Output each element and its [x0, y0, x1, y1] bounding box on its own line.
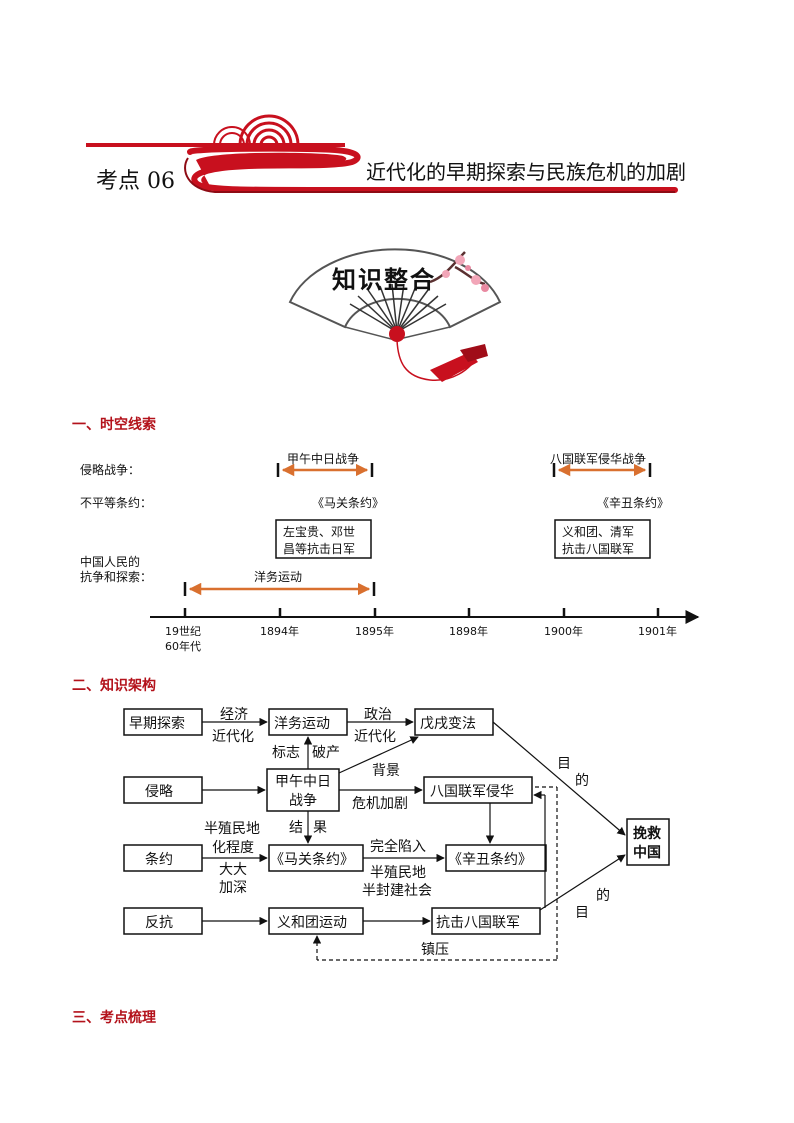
label-econ-2: 近代化 [212, 729, 254, 745]
timeline-diagram [150, 463, 700, 624]
event-war1: 甲午中日战争 [287, 452, 360, 466]
label-complete: 完全陷入 [370, 839, 426, 855]
box-reform: 戊戌变法 [420, 716, 476, 732]
page-title: 近代化的早期探索与民族危机的加剧 [366, 160, 686, 184]
tick-label-0b: 60年代 [165, 640, 201, 653]
row-label-treaty: 不平等条约： [80, 496, 153, 510]
label-semi-2: 化程度 [212, 840, 254, 856]
event-box2-line1: 义和团、清军 [562, 525, 635, 539]
section-title-review: 三、考点梳理 [72, 1010, 156, 1026]
label-goal-2: 的 [575, 773, 589, 789]
label-pol-1: 政治 [364, 707, 392, 723]
label-goal-3: 的 [596, 888, 610, 904]
tick-label-0a: 19世纪 [165, 625, 201, 638]
label-suppress: 镇压 [421, 942, 449, 958]
row-label-war: 侵略战争： [80, 463, 141, 477]
box-resist: 反抗 [145, 915, 173, 931]
row-label-people-1: 中国人民的 [80, 555, 141, 569]
box-xinchou: 《辛丑条约》 [448, 852, 532, 868]
box-westernization: 洋务运动 [274, 716, 330, 732]
box-war-line2: 战争 [289, 793, 317, 809]
topic-label: 考点 06 [96, 169, 175, 194]
event-war2: 八国联军侵华战争 [550, 452, 647, 466]
label-result-1: 结 [289, 820, 303, 836]
label-mark: 标志 [272, 745, 300, 761]
plum-blossom-decoration [429, 251, 489, 292]
banner-text: 知识整合 [332, 265, 436, 294]
fan-illustration [288, 248, 502, 382]
framework-diagram [123, 708, 670, 961]
tick-label-4: 1900年 [544, 625, 583, 638]
event-treaty1: 《马关条约》 [312, 496, 385, 510]
label-deep-2: 加深 [219, 880, 247, 896]
box-treaty: 条约 [145, 852, 173, 868]
box-early-exploration: 早期探索 [129, 716, 185, 732]
box-fight: 抗击八国联军 [436, 915, 520, 931]
label-semi-1: 半殖民地 [204, 821, 260, 837]
label-deep-1: 大大 [219, 862, 247, 878]
tick-label-5: 1901年 [638, 625, 677, 638]
header-banner [86, 114, 678, 193]
label-econ-1: 经济 [220, 707, 248, 723]
label-goal-4: 目 [575, 905, 589, 921]
label-bankrupt: 破产 [312, 745, 340, 761]
tick-label-2: 1895年 [355, 625, 394, 638]
tick-label-1: 1894年 [260, 625, 299, 638]
event-box1-line1: 左宝贵、邓世 [283, 525, 356, 539]
label-background: 背景 [372, 763, 400, 779]
box-maguan: 《马关条约》 [270, 852, 354, 868]
box-war-line1: 甲午中日 [275, 774, 331, 790]
tick-label-3: 1898年 [449, 625, 488, 638]
event-box1-line2: 昌等抗击日军 [283, 542, 356, 556]
box-eight-nation: 八国联军侵华 [430, 784, 514, 800]
label-goal-1: 目 [557, 756, 571, 772]
box-save-line2: 中国 [633, 845, 661, 861]
event-box2-line2: 抗击八国联军 [562, 542, 635, 556]
box-boxer: 义和团运动 [277, 915, 347, 931]
row-label-people-2: 抗争和探索： [80, 570, 153, 584]
label-pol-2: 近代化 [354, 729, 396, 745]
label-society-1: 半殖民地 [370, 865, 426, 881]
section-title-framework: 二、知识架构 [72, 678, 156, 694]
event-movement: 洋务运动 [254, 570, 303, 584]
box-save-line1: 挽救 [633, 826, 661, 842]
box-invasion: 侵略 [145, 784, 173, 800]
label-society-2: 半封建社会 [362, 883, 432, 899]
concentric-arcs-decoration [213, 114, 300, 146]
event-treaty2: 《辛丑条约》 [597, 496, 670, 510]
section-title-timeline: 一、时空线索 [72, 417, 156, 433]
label-result-2: 果 [313, 820, 327, 836]
label-crisis: 危机加剧 [352, 796, 408, 812]
